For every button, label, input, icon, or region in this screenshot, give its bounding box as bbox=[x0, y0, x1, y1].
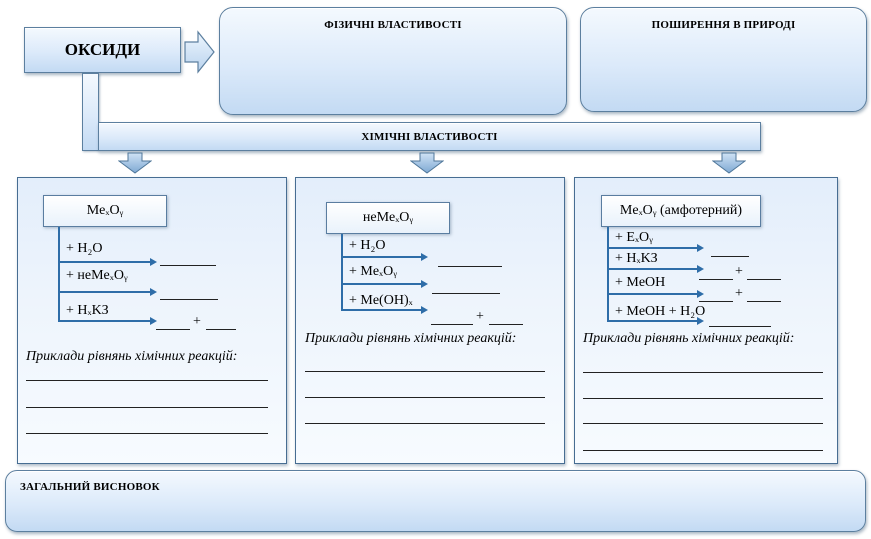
conclusion-box: ЗАГАЛЬНИЙ ВИСНОВОК bbox=[5, 470, 866, 532]
natural-occurrence-title: ПОШИРЕННЯ В ПРИРОДІ bbox=[651, 19, 796, 31]
answer-line[interactable] bbox=[305, 397, 545, 398]
answer-blank[interactable] bbox=[160, 265, 216, 266]
acidic-oxides-panel: неMeₓOᵧ + H₂O + MeₓOᵧ + Me(OH)ₓ + Прикла… bbox=[295, 177, 565, 464]
reaction-arrow bbox=[58, 291, 152, 293]
reagent-label: + Me(OH)ₓ bbox=[349, 293, 413, 308]
answer-line[interactable] bbox=[26, 433, 268, 434]
answer-blank[interactable] bbox=[489, 324, 523, 325]
down-arrow-icon bbox=[118, 152, 152, 174]
chemical-properties-bar: ХІМІЧНІ ВЛАСТИВОСТІ bbox=[98, 122, 761, 151]
answer-blank[interactable] bbox=[699, 279, 733, 280]
reagent-label: + MeOH + H₂O bbox=[615, 304, 706, 319]
right-arrow-icon bbox=[184, 30, 215, 74]
formula-box: MeₓOᵧ bbox=[43, 195, 167, 227]
conclusion-title: ЗАГАЛЬНИЙ ВИСНОВОК bbox=[20, 481, 160, 493]
reagent-label: + MeOH bbox=[615, 275, 666, 290]
arrowhead-icon bbox=[150, 258, 157, 266]
reagent-label: + неMeₓOᵧ bbox=[66, 268, 128, 283]
examples-label: Приклади рівнянь хімічних реакцій: bbox=[305, 331, 517, 346]
reagent-label: + HₓKЗ bbox=[66, 303, 109, 318]
physical-properties-title: ФІЗИЧНІ ВЛАСТИВОСТІ bbox=[324, 19, 462, 31]
amphoteric-oxides-panel: MeₓOᵧ (амфотерний) + EₓOᵧ + HₓKЗ + + MeO… bbox=[574, 177, 838, 464]
formula-box: MeₓOᵧ (амфотерний) bbox=[601, 195, 761, 227]
reagent-label: + EₓOᵧ bbox=[615, 230, 653, 245]
reagent-label: + MeₓOᵧ bbox=[349, 264, 397, 279]
arrowhead-icon bbox=[150, 288, 157, 296]
reagent-label: + H₂O bbox=[349, 238, 386, 253]
answer-blank[interactable] bbox=[747, 301, 781, 302]
reaction-arrow bbox=[58, 320, 152, 322]
reaction-trunk bbox=[607, 227, 609, 322]
answer-line[interactable] bbox=[26, 380, 268, 381]
arrowhead-icon bbox=[150, 317, 157, 325]
answer-line[interactable] bbox=[583, 450, 823, 451]
answer-blank[interactable] bbox=[747, 279, 781, 280]
arrowhead-icon bbox=[697, 265, 704, 273]
basic-oxides-panel: MeₓOᵧ + H₂O + неMeₓOᵧ + HₓKЗ + Приклади … bbox=[17, 177, 287, 464]
answer-blank[interactable] bbox=[160, 299, 218, 300]
answer-blank[interactable] bbox=[438, 266, 502, 267]
answer-line[interactable] bbox=[583, 372, 823, 373]
arrowhead-icon bbox=[421, 280, 428, 288]
reaction-arrow bbox=[607, 320, 699, 322]
examples-label: Приклади рівнянь хімічних реакцій: bbox=[583, 331, 795, 346]
reaction-trunk bbox=[58, 227, 60, 322]
reaction-arrow bbox=[607, 247, 699, 249]
formula-box: неMeₓOᵧ bbox=[326, 202, 450, 234]
chemical-properties-title: ХІМІЧНІ ВЛАСТИВОСТІ bbox=[361, 130, 498, 143]
arrowhead-icon bbox=[697, 317, 704, 325]
down-arrow-icon bbox=[712, 152, 746, 174]
answer-blank[interactable] bbox=[431, 324, 473, 325]
answer-line[interactable] bbox=[305, 423, 545, 424]
plus-sign: + bbox=[735, 264, 743, 279]
answer-blank[interactable] bbox=[206, 329, 236, 330]
arrowhead-icon bbox=[421, 253, 428, 261]
reaction-arrow bbox=[341, 256, 423, 258]
oxides-box: ОКСИДИ bbox=[24, 27, 181, 73]
answer-line[interactable] bbox=[26, 407, 268, 408]
reaction-arrow bbox=[607, 268, 699, 270]
answer-blank[interactable] bbox=[432, 293, 500, 294]
answer-line[interactable] bbox=[305, 371, 545, 372]
oxides-title: ОКСИДИ bbox=[64, 40, 141, 59]
reaction-arrow bbox=[341, 309, 423, 311]
answer-line[interactable] bbox=[583, 423, 823, 424]
plus-sign: + bbox=[735, 286, 743, 301]
down-arrow-icon bbox=[410, 152, 444, 174]
reaction-arrow bbox=[341, 283, 423, 285]
reaction-arrow bbox=[58, 261, 152, 263]
reaction-trunk bbox=[341, 234, 343, 310]
physical-properties-box: ФІЗИЧНІ ВЛАСТИВОСТІ bbox=[219, 7, 567, 115]
answer-blank[interactable] bbox=[711, 256, 749, 257]
reaction-arrow bbox=[607, 293, 699, 295]
examples-label: Приклади рівнянь хімічних реакцій: bbox=[26, 349, 238, 364]
plus-sign: + bbox=[193, 314, 201, 329]
answer-blank[interactable] bbox=[699, 301, 733, 302]
arrowhead-icon bbox=[697, 290, 704, 298]
plus-sign: + bbox=[476, 309, 484, 324]
natural-occurrence-box: ПОШИРЕННЯ В ПРИРОДІ bbox=[580, 7, 867, 112]
arrowhead-icon bbox=[421, 306, 428, 314]
arrowhead-icon bbox=[697, 244, 704, 252]
answer-line[interactable] bbox=[583, 398, 823, 399]
answer-blank[interactable] bbox=[709, 326, 771, 327]
connector-bar bbox=[82, 73, 99, 151]
answer-blank[interactable] bbox=[156, 329, 190, 330]
reagent-label: + HₓKЗ bbox=[615, 251, 658, 266]
reagent-label: + H₂O bbox=[66, 241, 103, 256]
